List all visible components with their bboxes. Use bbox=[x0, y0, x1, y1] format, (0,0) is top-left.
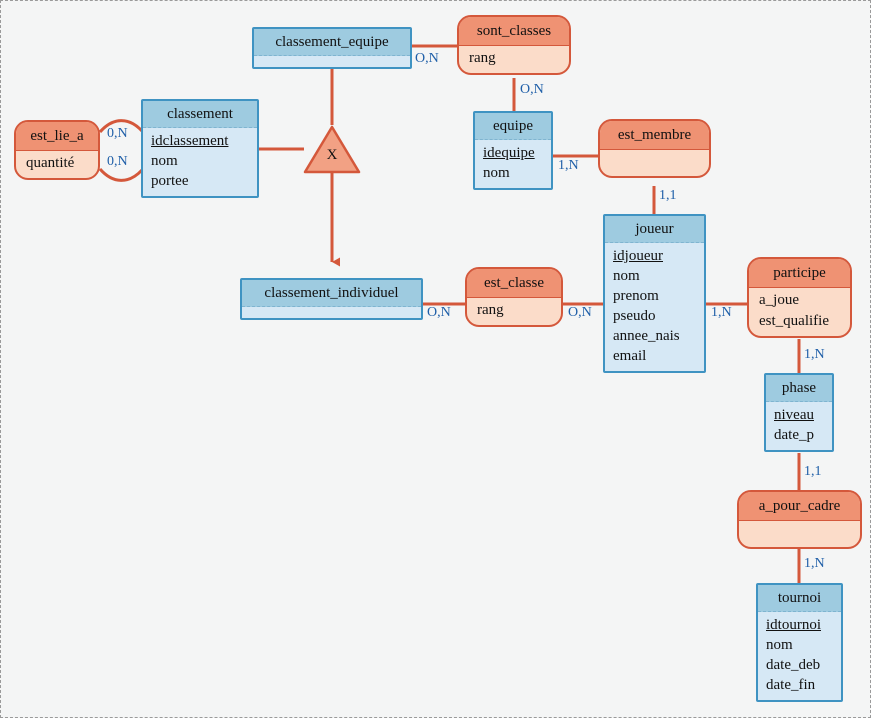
cardinality-a-pour-cadre-tournoi: 1,N bbox=[804, 556, 825, 571]
relationship-title: est_lie_a bbox=[16, 122, 98, 151]
attribute-idclassement: idclassement bbox=[151, 133, 229, 149]
relationship-title: est_classe bbox=[467, 269, 561, 298]
cardinality-phase-a-pour-cadre: 1,1 bbox=[804, 464, 822, 479]
entity-title: classement_individuel bbox=[242, 280, 421, 307]
cardinality-est-membre-joueur: 1,1 bbox=[659, 188, 677, 203]
relationship-title: a_pour_cadre bbox=[739, 492, 860, 521]
relationship-attributes bbox=[600, 150, 709, 176]
attribute-date-p: date_p bbox=[774, 427, 814, 443]
entity-title: classement bbox=[143, 101, 257, 128]
attribute-a-joue: a_joue bbox=[759, 292, 799, 308]
relationship-title: est_membre bbox=[600, 121, 709, 150]
entity-attributes bbox=[242, 307, 421, 318]
attribute-idjoueur: idjoueur bbox=[613, 248, 663, 264]
relationship-est-classe[interactable]: est_classe rang bbox=[465, 267, 563, 327]
relationship-attributes: a_joue est_qualifie bbox=[749, 288, 850, 336]
attribute-annee-nais: annee_nais bbox=[613, 328, 680, 344]
entity-attributes bbox=[254, 56, 410, 67]
attribute-date-fin: date_fin bbox=[766, 677, 816, 693]
attribute-prenom: prenom bbox=[613, 288, 659, 304]
cardinality-est-lie-a-top: 0,N bbox=[107, 126, 128, 141]
entity-title: phase bbox=[766, 375, 832, 402]
entity-attributes: idtournoi nom date_deb date_fin bbox=[758, 612, 841, 700]
entity-title: tournoi bbox=[758, 585, 841, 612]
attribute-est-qualifie: est_qualifie bbox=[759, 313, 829, 329]
attribute-nom: nom bbox=[483, 165, 510, 181]
entity-attributes: idclassement nom portee bbox=[143, 128, 257, 196]
attribute-rang: rang bbox=[477, 302, 504, 318]
cardinality-classement-equipe-sont-classes: O,N bbox=[415, 51, 439, 66]
attribute-portee: portee bbox=[151, 173, 189, 189]
attribute-pseudo: pseudo bbox=[613, 308, 656, 324]
triangle-icon bbox=[303, 125, 361, 174]
relationship-sont-classes[interactable]: sont_classes rang bbox=[457, 15, 571, 75]
entity-title: joueur bbox=[605, 216, 704, 243]
attribute-rang: rang bbox=[469, 50, 496, 66]
relationship-a-pour-cadre[interactable]: a_pour_cadre bbox=[737, 490, 862, 549]
entity-title: classement_equipe bbox=[254, 29, 410, 56]
relationship-participe[interactable]: participe a_joue est_qualifie bbox=[747, 257, 852, 338]
entity-phase[interactable]: phase niveau date_p bbox=[764, 373, 834, 452]
entity-title: equipe bbox=[475, 113, 551, 140]
cardinality-equipe-est-membre: 1,N bbox=[558, 158, 579, 173]
attribute-email: email bbox=[613, 348, 647, 364]
entity-attributes: idjoueur nom prenom pseudo annee_nais em… bbox=[605, 243, 704, 371]
attribute-quantite: quantité bbox=[26, 155, 75, 171]
entity-classement[interactable]: classement idclassement nom portee bbox=[141, 99, 259, 198]
cardinality-joueur-participe: 1,N bbox=[711, 305, 732, 320]
entity-equipe[interactable]: equipe idequipe nom bbox=[473, 111, 553, 190]
cardinality-participe-phase: 1,N bbox=[804, 347, 825, 362]
cardinality-est-lie-a-bottom: 0,N bbox=[107, 154, 128, 169]
cardinality-classement-individuel-est-classe: O,N bbox=[427, 305, 451, 320]
relationship-title: participe bbox=[749, 259, 850, 288]
cardinality-est-classe-joueur: O,N bbox=[568, 305, 592, 320]
relationship-attributes: quantité bbox=[16, 151, 98, 178]
cardinality-sont-classes-equipe: O,N bbox=[520, 82, 544, 97]
attribute-idtournoi: idtournoi bbox=[766, 617, 821, 633]
xor-label: X bbox=[326, 147, 338, 163]
relationship-title: sont_classes bbox=[459, 17, 569, 46]
relationship-attributes: rang bbox=[459, 46, 569, 73]
relationship-attributes bbox=[739, 521, 860, 547]
relationship-est-membre[interactable]: est_membre bbox=[598, 119, 711, 178]
entity-attributes: niveau date_p bbox=[766, 402, 832, 450]
attribute-idequipe: idequipe bbox=[483, 145, 535, 161]
attribute-nom: nom bbox=[613, 268, 640, 284]
relationship-attributes: rang bbox=[467, 298, 561, 325]
attribute-niveau: niveau bbox=[774, 407, 814, 423]
entity-attributes: idequipe nom bbox=[475, 140, 551, 188]
xor-constraint-node[interactable]: X bbox=[303, 125, 361, 175]
attribute-nom: nom bbox=[766, 637, 793, 653]
attribute-date-deb: date_deb bbox=[766, 657, 821, 673]
entity-tournoi[interactable]: tournoi idtournoi nom date_deb date_fin bbox=[756, 583, 843, 702]
attribute-nom: nom bbox=[151, 153, 178, 169]
relationship-est-lie-a[interactable]: est_lie_a quantité bbox=[14, 120, 100, 180]
entity-classement-equipe[interactable]: classement_equipe bbox=[252, 27, 412, 69]
entity-classement-individuel[interactable]: classement_individuel bbox=[240, 278, 423, 320]
entity-joueur[interactable]: joueur idjoueur nom prenom pseudo annee_… bbox=[603, 214, 706, 373]
